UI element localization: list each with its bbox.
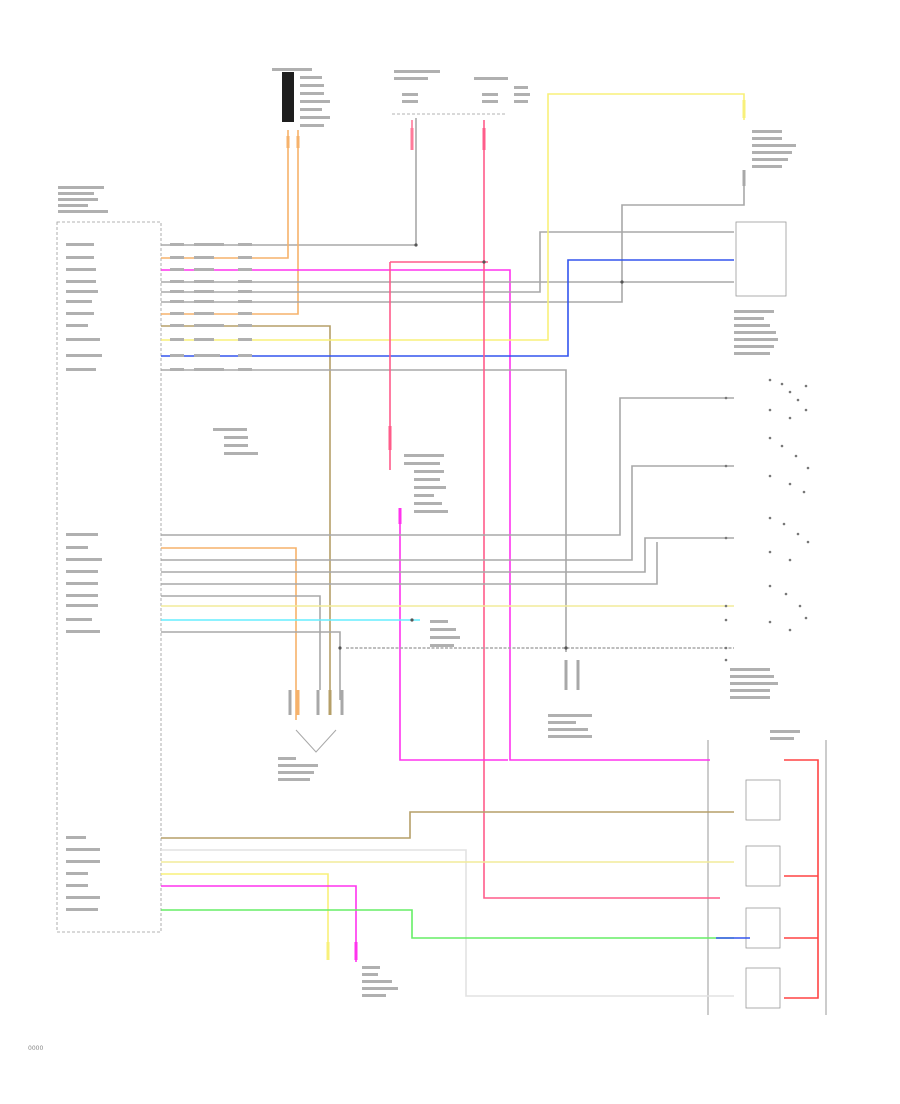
wire-tcc-pwm	[161, 849, 734, 997]
range-switch-contacts	[724, 378, 810, 662]
wire-battery-1	[161, 130, 289, 259]
wire-brake-switch	[161, 269, 710, 761]
ignition-fuse-symbol	[282, 72, 294, 122]
wire-battery-2	[161, 130, 299, 315]
wire-tcc-ctrl	[161, 811, 734, 839]
wire-magenta-cruise	[399, 520, 508, 761]
wire-trans-temp	[161, 465, 734, 561]
solenoid-box-1	[745, 779, 781, 821]
wire-solenoid-return	[784, 759, 819, 999]
solenoid-box-4	[745, 967, 781, 1009]
wire-5v-ref	[161, 170, 745, 303]
wire-ground	[161, 369, 567, 652]
wire-tcc-test	[161, 93, 745, 341]
wire-labels	[58, 68, 800, 997]
wire-shift-sol-a	[161, 909, 734, 939]
wire-counter-gear-b	[161, 631, 341, 700]
powertrain-control-module-box	[56, 221, 162, 933]
connector-pins	[286, 100, 746, 960]
wire-ground-point	[295, 729, 337, 753]
splice-dots	[338, 243, 624, 650]
throttle-position-sensor-box	[735, 221, 787, 297]
wire-pressure-b	[161, 547, 297, 720]
wire-brake	[161, 325, 331, 690]
footer-code: 0000	[28, 1045, 43, 1052]
wire-sensor-ground	[161, 231, 734, 293]
solenoid-box-2	[745, 845, 781, 887]
wire-range-a	[161, 537, 734, 573]
wire-range-c	[161, 595, 321, 690]
wire-pink-2	[483, 120, 720, 899]
wire-vss-high	[161, 873, 329, 950]
wire-range-b	[161, 542, 658, 585]
wire-tps-signal	[161, 259, 734, 357]
wire-counter-gear-a	[161, 397, 734, 536]
wire-vss-low	[161, 885, 357, 962]
wires	[161, 93, 819, 999]
solenoid-box-3	[745, 907, 781, 949]
